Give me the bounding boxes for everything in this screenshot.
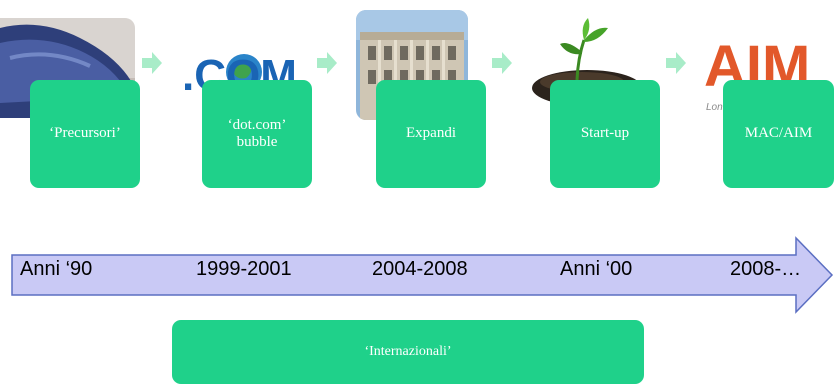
internazionali-box: ‘Internazionali’ <box>172 320 644 384</box>
step-box-dotcom: ‘dot.com’ bubble <box>202 80 312 188</box>
chevron-right-icon <box>317 52 337 74</box>
internazionali-label: ‘Internazionali’ <box>364 343 452 359</box>
chevron-right-icon <box>492 52 512 74</box>
chevron-right-icon <box>142 52 162 74</box>
timeline-label: 2008-… <box>730 258 802 280</box>
chevron-right-icon <box>666 52 686 74</box>
timeline-label: Anni ‘90 <box>20 258 93 280</box>
step-box-expandi: Expandi <box>376 80 486 188</box>
step-label: Start-up <box>580 125 630 142</box>
step-label: Expandi <box>406 125 456 142</box>
step-box-mac-aim: MAC/AIM <box>723 80 834 188</box>
step-box-precursori: ‘Precursori’ <box>30 80 140 188</box>
aim-logo-subtext: Lon <box>706 102 723 113</box>
step-label: ‘Precursori’ <box>49 125 121 142</box>
step-label: ‘dot.com’ bubble <box>227 116 287 150</box>
step-label: MAC/AIM <box>744 125 813 142</box>
timeline-label: Anni ‘00 <box>560 258 633 280</box>
step-box-startup: Start-up <box>550 80 660 188</box>
timeline-label: 1999-2001 <box>196 258 292 280</box>
timeline-arrow <box>11 236 834 314</box>
timeline-label: 2004-2008 <box>372 258 468 280</box>
